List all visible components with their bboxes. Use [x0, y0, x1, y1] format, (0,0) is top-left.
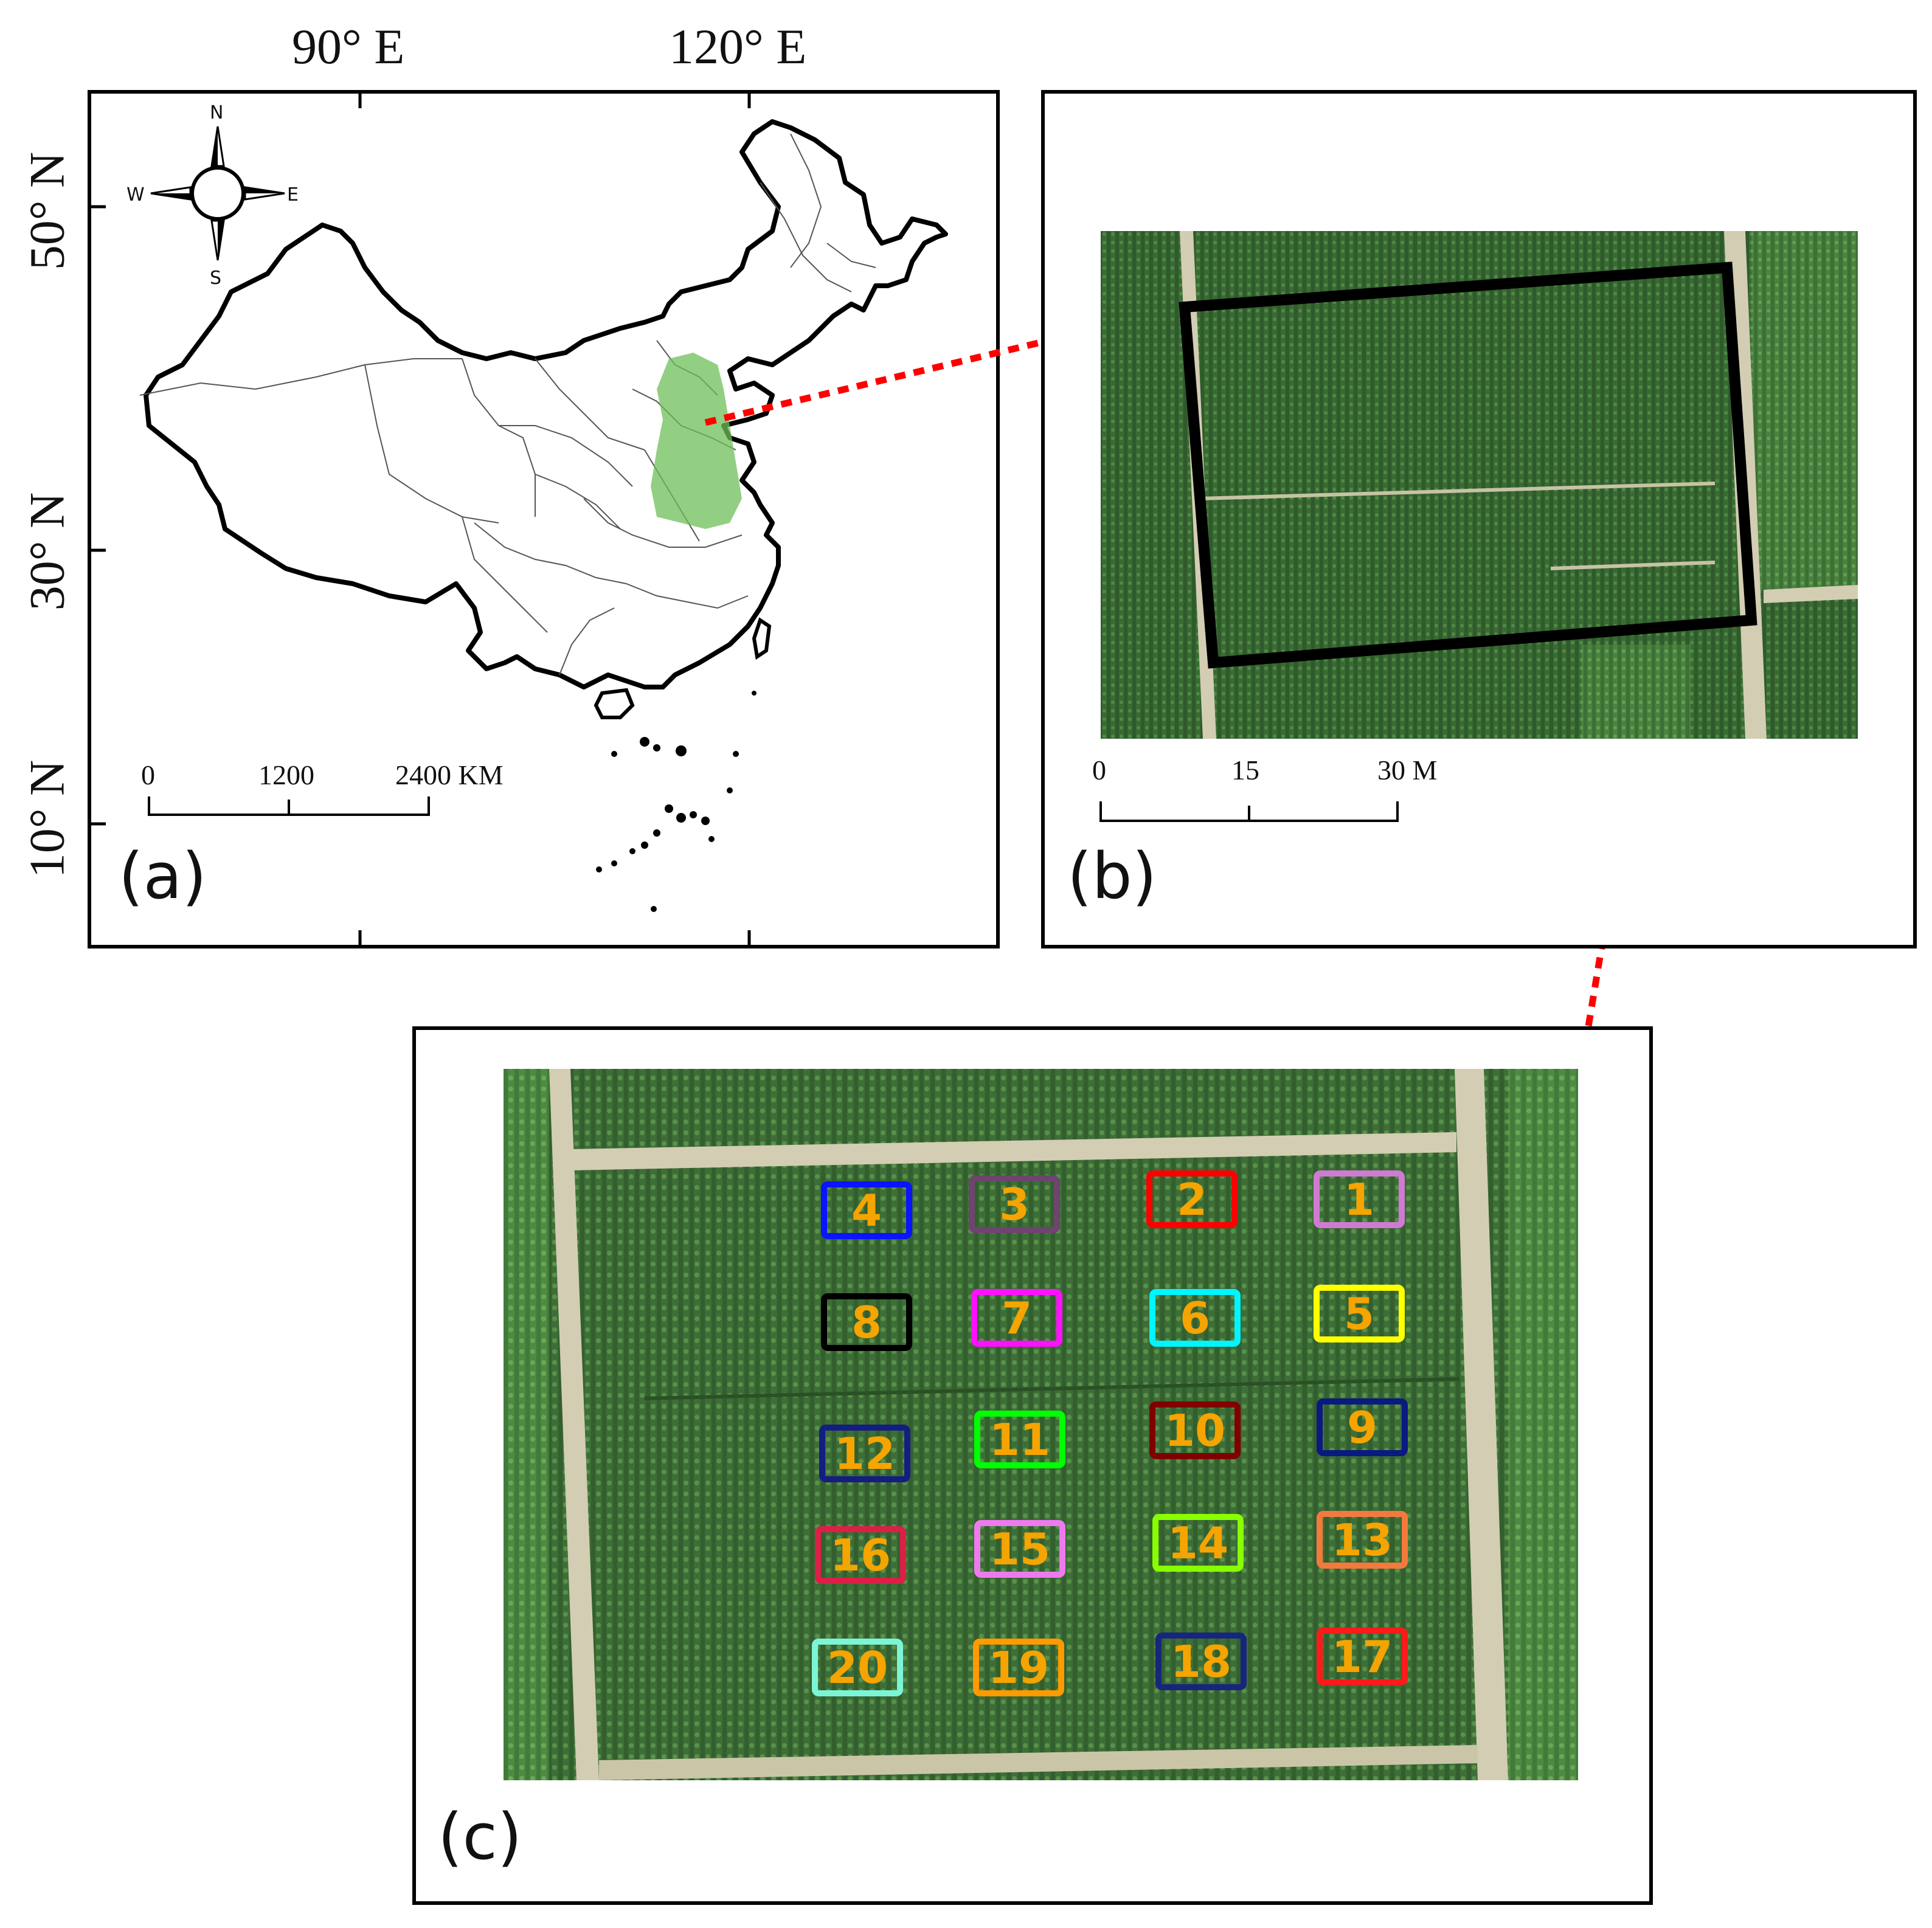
plot-label-7: 7: [1002, 1293, 1032, 1344]
plot-box-8: [821, 1293, 912, 1351]
scale-bar-a: [148, 796, 430, 816]
plot-box-13: [1317, 1511, 1408, 1569]
plot-label-3: 3: [999, 1179, 1030, 1230]
plot-label-10: 10: [1165, 1405, 1225, 1456]
plot-label-15: 15: [989, 1524, 1050, 1575]
panel-b-label: (b): [1067, 839, 1157, 913]
plot-label-5: 5: [1344, 1288, 1374, 1339]
plot-box-4: [821, 1181, 912, 1239]
panel-c-label: (c): [438, 1800, 522, 1874]
compass-rose-icon: [150, 126, 285, 261]
plot-box-1: [1314, 1170, 1405, 1228]
compass-e-label: E: [287, 184, 299, 206]
china-outline: [144, 119, 948, 689]
plot-box-15: [974, 1520, 1065, 1578]
plot-label-18: 18: [1171, 1636, 1231, 1687]
plot-box-18: [1155, 1633, 1247, 1690]
plot-label-14: 14: [1168, 1518, 1228, 1569]
scale-a-tick-0: 0: [141, 759, 155, 790]
plot-box-19: [973, 1639, 1064, 1696]
south-sea-islands: [596, 691, 757, 912]
plot-label-12: 12: [834, 1428, 895, 1479]
plot-label-4: 4: [851, 1185, 882, 1236]
lon-label-120e: 120° E: [669, 19, 807, 74]
plot-label-13: 13: [1332, 1515, 1393, 1566]
plot-label-16: 16: [830, 1530, 891, 1581]
compass-w-label: W: [126, 184, 145, 206]
plot-box-6: [1149, 1289, 1241, 1347]
plot-box-17: [1317, 1628, 1408, 1685]
plot-label-2: 2: [1177, 1174, 1207, 1225]
plot-box-10: [1149, 1401, 1241, 1459]
plot-label-17: 17: [1332, 1631, 1393, 1682]
compass-n-label: N: [210, 102, 224, 123]
plot-box-9: [1317, 1398, 1408, 1456]
taiwan-island: [752, 617, 772, 660]
study-area-box: [1179, 261, 1757, 669]
study-region-highlight: [651, 353, 742, 529]
plot-box-2: [1146, 1170, 1238, 1228]
scale-b-tick-30: 30 M: [1377, 755, 1438, 786]
plot-box-20: [812, 1639, 903, 1696]
plot-box-7: [971, 1289, 1062, 1347]
plot-box-11: [974, 1411, 1065, 1468]
scale-bar-b: [1099, 801, 1399, 822]
lon-label-90e: 90° E: [292, 19, 405, 74]
panel-a-label: (a): [119, 839, 207, 913]
hainan-island: [594, 688, 635, 719]
plot-label-6: 6: [1180, 1293, 1210, 1344]
plot-label-1: 1: [1344, 1174, 1374, 1225]
plot-label-8: 8: [851, 1297, 882, 1348]
scale-a-tick-2400: 2400 KM: [395, 759, 504, 790]
panel-a-ticks: [88, 90, 751, 948]
plot-label-11: 11: [989, 1414, 1050, 1465]
plot-box-16: [815, 1526, 906, 1584]
plot-box-3: [969, 1175, 1060, 1233]
plot-box-14: [1152, 1514, 1244, 1572]
plot-box-12: [819, 1425, 910, 1482]
scale-b-tick-15: 15: [1231, 755, 1259, 786]
plot-label-19: 19: [988, 1642, 1049, 1693]
scale-b-tick-0: 0: [1092, 755, 1106, 786]
plot-label-20: 20: [827, 1642, 888, 1693]
scale-a-tick-1200: 1200: [258, 759, 314, 790]
compass-s-label: S: [210, 268, 222, 289]
plot-box-5: [1314, 1285, 1405, 1342]
aerial-image-b: [1101, 231, 1858, 739]
plot-label-9: 9: [1347, 1402, 1377, 1453]
